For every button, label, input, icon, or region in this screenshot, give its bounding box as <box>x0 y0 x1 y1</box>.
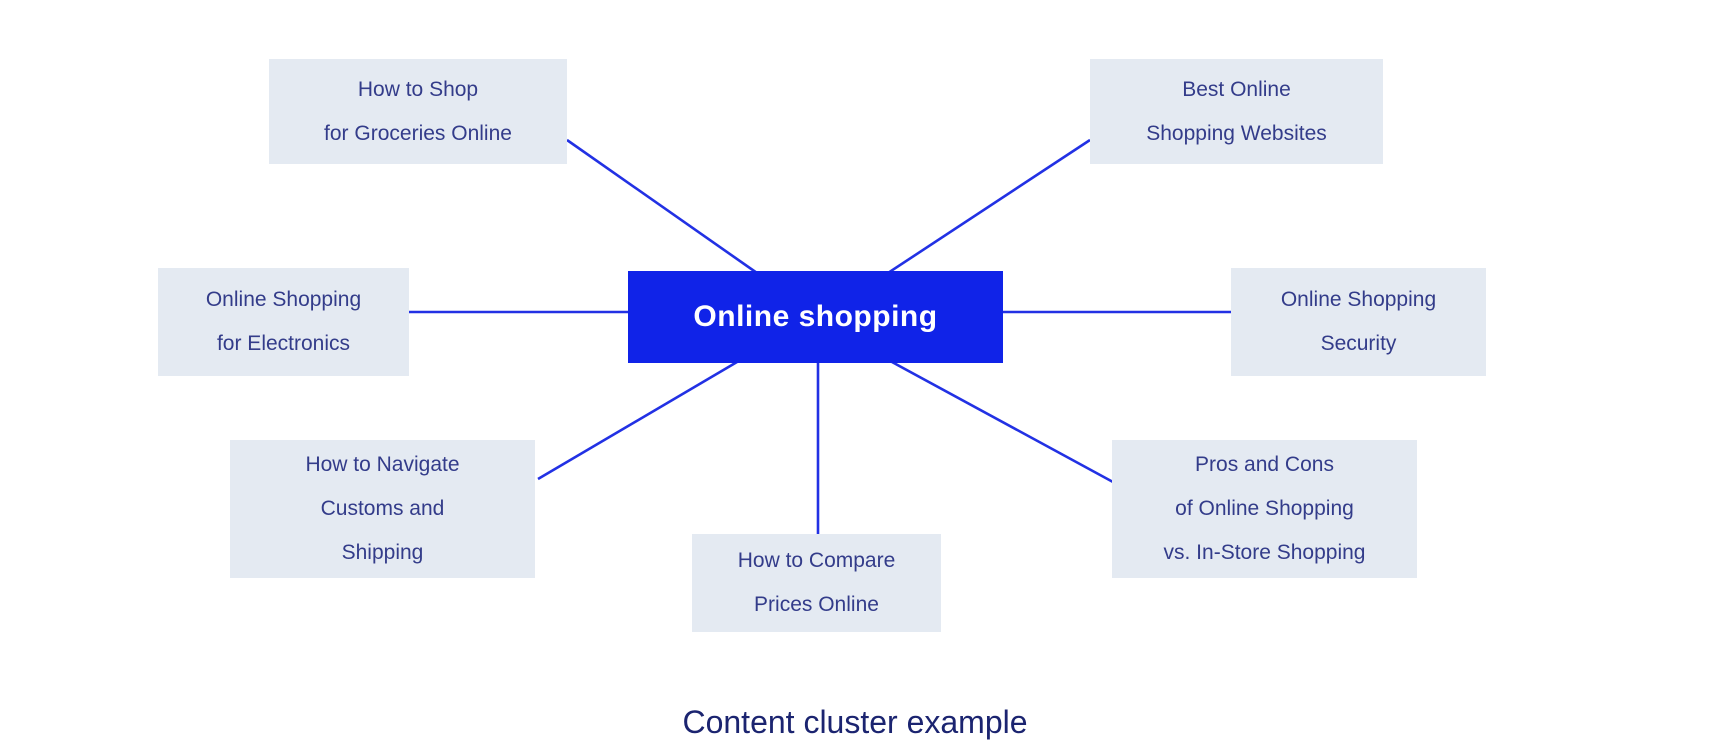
node-how-to-shop-for-groceries-online[interactable]: How to Shop for Groceries Online <box>269 59 567 164</box>
node-online-shopping-security[interactable]: Online Shopping Security <box>1231 268 1486 376</box>
node-how-to-compare-prices-online[interactable]: How to Compare Prices Online <box>692 534 941 632</box>
node-label-line: for Electronics <box>216 332 351 355</box>
node-label-line: How to Shop <box>357 77 479 101</box>
node-label-line: Security <box>1320 332 1397 355</box>
node-label-line: Online Shopping <box>1280 288 1437 311</box>
node-label-line: How to Compare <box>737 549 896 572</box>
node-online-shopping-center[interactable]: Online shopping <box>628 271 1003 363</box>
node-pros-and-cons-vs-in-store[interactable]: Pros and Cons of Online Shopping vs. In-… <box>1112 440 1417 578</box>
node-label-line: Prices Online <box>754 593 879 616</box>
node-label-line: How to Navigate <box>305 453 460 476</box>
node-label-line: Pros and Cons <box>1195 453 1334 476</box>
node-how-to-navigate-customs-and-shipping[interactable]: How to Navigate Customs and Shipping <box>230 440 535 578</box>
edge-center-to-websites <box>887 138 1091 275</box>
node-label-line: Shopping Websites <box>1146 121 1327 145</box>
node-best-online-shopping-websites[interactable]: Best Online Shopping Websites <box>1090 59 1383 164</box>
node-label-line: for Groceries Online <box>324 121 512 145</box>
node-label-line: of Online Shopping <box>1175 497 1354 520</box>
diagram-caption: Content cluster example <box>682 704 1028 740</box>
edge-center-to-groceries <box>566 138 758 275</box>
node-label-line: Online Shopping <box>205 288 362 311</box>
node-label-line: Shipping <box>341 541 424 564</box>
edge-center-to-customs <box>537 360 738 481</box>
node-online-shopping-for-electronics[interactable]: Online Shopping for Electronics <box>158 268 409 376</box>
node-label-line: Best Online <box>1182 77 1291 101</box>
node-label-line: vs. In-Store Shopping <box>1163 541 1366 564</box>
edge-center-to-pros-cons <box>891 360 1114 484</box>
center-node-label: Online shopping <box>693 300 938 333</box>
node-label-line: Customs and <box>320 497 445 520</box>
